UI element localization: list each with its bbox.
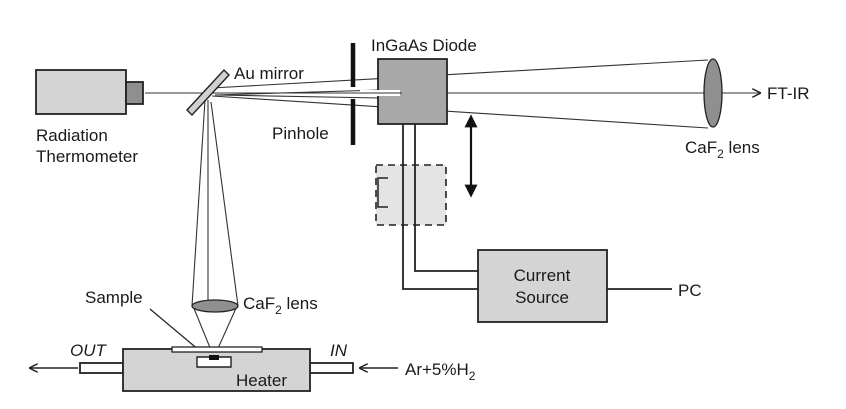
in-label: IN [330,341,348,360]
caf2-lens-right-label: CaF2 lens [685,138,760,161]
sample [209,355,219,360]
caf2-lens-lower [191,299,239,313]
signal-wires [402,124,672,290]
current-label: Current [514,266,571,285]
heater-label: Heater [236,371,287,390]
outlet-tube [79,362,124,374]
current-source [477,249,608,323]
inlet-tube [309,362,354,374]
ftir-label: FT-IR [767,84,810,103]
sample-window [171,346,263,353]
pc-label: PC [678,281,702,300]
au-mirror-label: Au mirror [234,64,304,83]
au-mirror [186,68,230,117]
heater-assembly [79,346,354,392]
radiation-label: Radiation [36,126,108,145]
radiation-thermometer [35,69,144,115]
source-label: Source [515,288,569,307]
ingaas-diode-label: InGaAs Diode [371,36,477,55]
thermometer-label: Thermometer [36,147,138,166]
pinhole-label: Pinhole [272,124,329,143]
optical-rays [145,59,760,356]
caf2-lens-right [703,58,723,128]
thermometer-nozzle [125,81,144,105]
out-label: OUT [70,341,108,360]
sample-holder [196,356,232,368]
caf2-lens-lower-label: CaF2 lens [243,294,318,317]
thermometer-body [35,69,127,115]
diode-retracted-position [375,164,447,226]
sample-label: Sample [85,288,143,307]
gas-mixture-label: Ar+5%H2 [405,360,476,383]
